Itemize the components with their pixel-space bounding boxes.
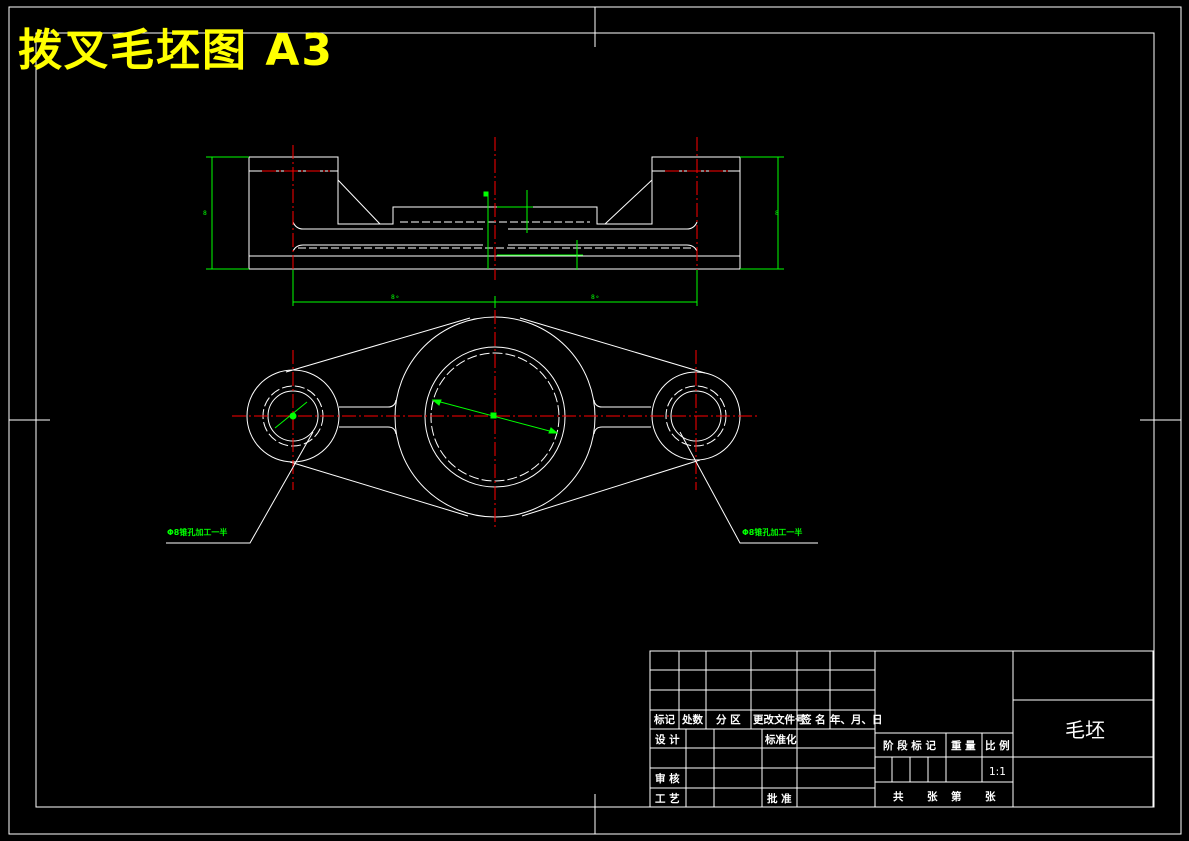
dim-span-left: 8⚬ [391,294,400,301]
top-view-centerlines [232,310,758,530]
lbl-stage-mark: 阶 段 标 记 [883,739,936,752]
front-view-centerlines [262,137,728,280]
front-view: 8 8 8⚬ 8⚬ [203,137,784,308]
right-hole-note: Φ8锥孔加工一半 [742,527,802,537]
hdr-change-doc: 更改文件号 [753,713,806,726]
hdr-signature: 签 名 [800,713,826,726]
hdr-zone: 分 区 [716,713,741,726]
lbl-scale: 比 例 [985,739,1010,752]
scale-value: 1:1 [989,766,1006,778]
dim-height-left: 8 [203,210,207,217]
dim-height-right: 8 [775,210,779,217]
lbl-weight: 重 量 [951,739,976,752]
sheet-no: 第 [951,790,962,803]
top-view: Φ8锥孔加工一半 Φ8锥孔加工一半 [166,310,818,544]
sheet-frame [8,6,1182,835]
front-view-dimensions [206,156,784,308]
title-block-text: 标记 处数 分 区 更改文件号 签 名 年、月、日 设 计 标准化 审 核 工 … [653,713,1105,805]
lbl-design: 设 计 [655,733,680,746]
lbl-review: 审 核 [655,772,680,785]
left-hole-note: Φ8锥孔加工一半 [167,527,227,537]
leader-lines [166,431,818,544]
sheet-unit-2: 张 [985,790,996,803]
part-name: 毛坯 [1065,718,1105,742]
hdr-count: 处数 [681,713,703,726]
sheet-total: 共 [893,790,904,803]
title-block [649,650,1154,808]
hdr-date: 年、月、日 [830,713,883,726]
lbl-standardize: 标准化 [764,733,797,746]
dim-span-right: 8⚬ [591,294,600,301]
lbl-process: 工 艺 [655,792,680,805]
drawing-title: 拨叉毛坯图 A3 [18,25,334,76]
sheet-unit: 张 [927,790,938,803]
top-view-dimensions [274,399,559,434]
lbl-approve: 批 准 [767,792,792,805]
hdr-mark: 标记 [653,713,675,726]
